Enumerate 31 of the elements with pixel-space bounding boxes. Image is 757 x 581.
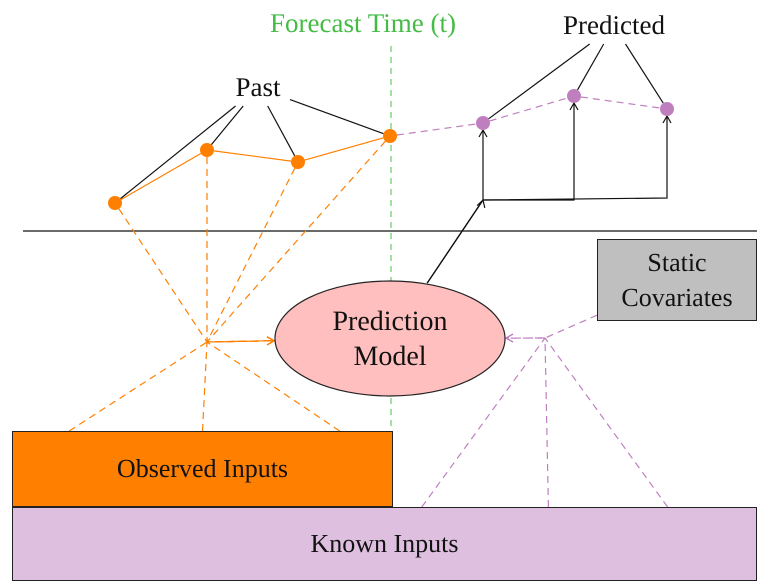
connector-line bbox=[396, 123, 476, 136]
input-box: Observed Inputs bbox=[12, 431, 393, 507]
connector-line bbox=[580, 96, 660, 109]
arrow bbox=[68, 336, 340, 432]
arrow bbox=[421, 333, 668, 508]
data-point bbox=[200, 143, 214, 157]
data-point bbox=[476, 116, 490, 130]
connector-line bbox=[120, 152, 202, 200]
data-point bbox=[660, 102, 674, 116]
connector-line bbox=[490, 97, 568, 122]
annotation-label: Past bbox=[226, 70, 290, 106]
data-point bbox=[567, 89, 581, 103]
model-ellipse: Prediction Model bbox=[274, 280, 506, 397]
annotation-label: Predicted bbox=[546, 8, 682, 44]
data-point bbox=[383, 129, 397, 143]
leader-line bbox=[210, 106, 244, 145]
arrow bbox=[426, 115, 672, 284]
connector-line bbox=[214, 150, 292, 162]
axis-label: Forecast Time (t) bbox=[270, 8, 456, 39]
leader-line bbox=[120, 106, 236, 200]
connector-line bbox=[304, 137, 384, 161]
input-box: Known Inputs bbox=[12, 507, 757, 581]
leader-line bbox=[290, 99, 384, 134]
leader-line bbox=[267, 106, 296, 156]
data-point bbox=[291, 155, 305, 169]
covariates-box: Static Covariates bbox=[597, 239, 757, 321]
leader-line bbox=[576, 44, 604, 90]
leader-line bbox=[488, 44, 590, 120]
arrow bbox=[206, 140, 386, 346]
leader-line bbox=[625, 44, 664, 104]
data-point bbox=[108, 196, 122, 210]
